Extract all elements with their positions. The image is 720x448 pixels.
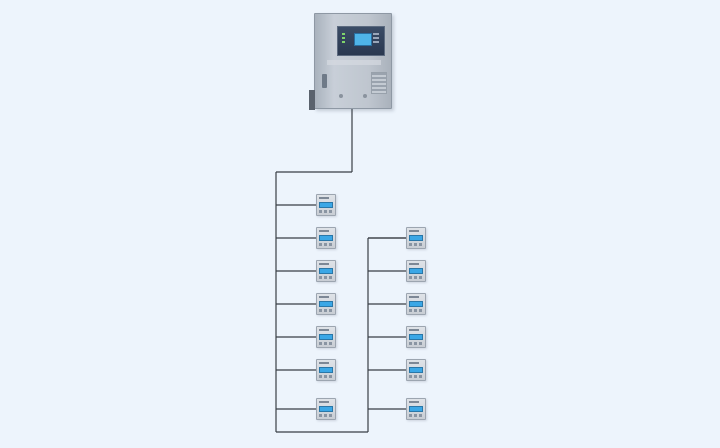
power-meter-icon (316, 326, 336, 348)
power-meter-icon (316, 293, 336, 315)
power-meter-icon (316, 260, 336, 282)
power-meter-icon (316, 398, 336, 420)
cabinet-label-strip (327, 60, 381, 65)
cabinet-handle-icon (322, 74, 327, 88)
power-meter-icon (316, 359, 336, 381)
power-meter-icon (406, 227, 426, 249)
cabinet-mount-icon (309, 90, 315, 110)
power-meter-icon (406, 260, 426, 282)
cabinet-control-panel (337, 26, 385, 56)
power-meter-icon (406, 326, 426, 348)
screw-icon (339, 94, 343, 98)
power-meter-icon (406, 359, 426, 381)
power-meter-icon (316, 194, 336, 216)
cabinet-screen-icon (354, 33, 372, 46)
power-meter-icon (406, 293, 426, 315)
monitoring-cabinet-icon (309, 13, 392, 110)
cabinet-vent-icon (371, 72, 387, 94)
power-meter-icon (316, 227, 336, 249)
screw-icon (363, 94, 367, 98)
power-meter-icon (406, 398, 426, 420)
